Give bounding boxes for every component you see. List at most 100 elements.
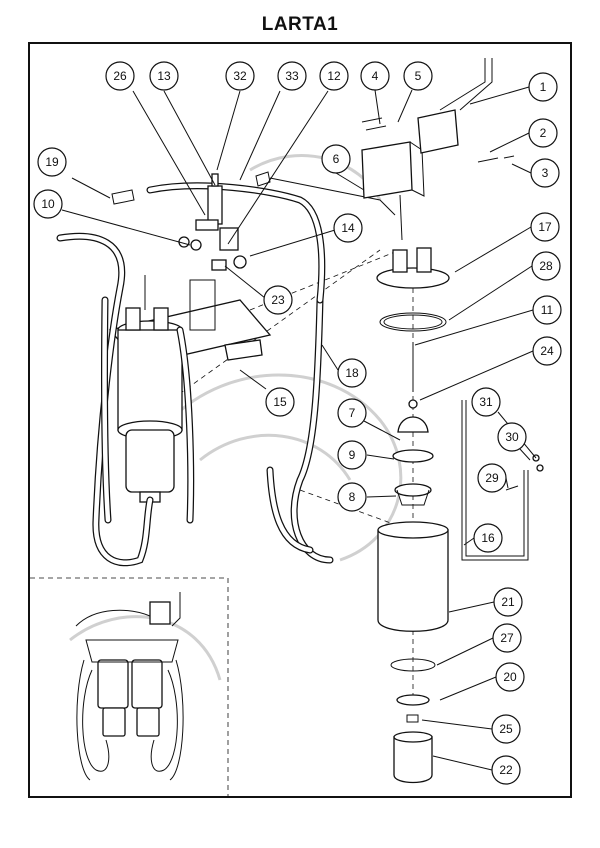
callout-5: 5	[403, 61, 433, 91]
callout-circle	[495, 662, 525, 692]
callout-4: 4	[360, 61, 390, 91]
callout-number: 8	[349, 490, 356, 504]
callout-31: 31	[471, 387, 501, 417]
callout-number: 30	[505, 430, 519, 444]
callout-7: 7	[337, 398, 367, 428]
callout-3: 3	[530, 158, 560, 188]
callout-circle	[149, 61, 179, 91]
callout-circle	[265, 387, 295, 417]
callout-number: 31	[479, 395, 493, 409]
callout-30: 30	[497, 422, 527, 452]
callout-number: 9	[349, 448, 356, 462]
callout-number: 16	[481, 531, 495, 545]
callout-number: 3	[542, 166, 549, 180]
right-exploded-stack	[376, 247, 544, 784]
callout-circle	[105, 61, 135, 91]
callout-circle	[225, 61, 255, 91]
callout-circle	[528, 72, 558, 102]
hose-18	[146, 182, 334, 564]
callout-number: 21	[501, 595, 515, 609]
callout-28: 28	[531, 251, 561, 281]
callout-circle	[337, 398, 367, 428]
callout-32: 32	[225, 61, 255, 91]
callout-number: 26	[113, 69, 127, 83]
callout-circle	[337, 482, 367, 512]
callout-number: 2	[540, 126, 547, 140]
callout-number: 5	[415, 69, 422, 83]
callout-circle	[493, 587, 523, 617]
callout-circle	[491, 755, 521, 785]
callout-24: 24	[532, 336, 562, 366]
callout-number: 7	[349, 406, 356, 420]
callout-number: 6	[333, 152, 340, 166]
callout-number: 32	[233, 69, 247, 83]
callout-17: 17	[530, 212, 560, 242]
callout-circle	[532, 336, 562, 366]
callout-29: 29	[477, 463, 507, 493]
callout-circle	[471, 387, 501, 417]
callout-number: 1	[540, 80, 547, 94]
top-fittings	[111, 171, 396, 271]
callout-13: 13	[149, 61, 179, 91]
callout-circle	[337, 440, 367, 470]
callout-number: 22	[499, 763, 513, 777]
callout-circle	[492, 623, 522, 653]
callout-circle	[532, 295, 562, 325]
callout-circle	[403, 61, 433, 91]
callout-number: 28	[539, 259, 553, 273]
callout-circle	[277, 61, 307, 91]
drawing-frame	[28, 42, 572, 798]
callout-circle	[33, 189, 63, 219]
callout-number: 15	[273, 395, 287, 409]
callout-16: 16	[473, 523, 503, 553]
callout-circle	[497, 422, 527, 452]
callout-number: 25	[499, 722, 513, 736]
callout-22: 22	[491, 755, 521, 785]
callout-15: 15	[265, 387, 295, 417]
callout-number: 4	[372, 69, 379, 83]
callout-circle	[333, 213, 363, 243]
callout-circle	[491, 714, 521, 744]
callout-9: 9	[337, 440, 367, 470]
callout-1: 1	[528, 72, 558, 102]
callout-circle	[477, 463, 507, 493]
callout-18: 18	[337, 358, 367, 388]
callout-2: 2	[528, 118, 558, 148]
page-title: LARTA1	[261, 14, 339, 35]
callout-20: 20	[495, 662, 525, 692]
inset-assembled-view	[30, 577, 229, 798]
callout-circle	[319, 61, 349, 91]
callout-number: 11	[541, 303, 554, 317]
callout-8: 8	[337, 482, 367, 512]
callout-circle	[473, 523, 503, 553]
callout-21: 21	[493, 587, 523, 617]
callout-23: 23	[263, 285, 293, 315]
callout-25: 25	[491, 714, 521, 744]
callout-number: 20	[503, 670, 517, 684]
callout-number: 14	[341, 221, 355, 235]
callout-10: 10	[33, 189, 63, 219]
callout-19: 19	[37, 147, 67, 177]
callout-33: 33	[277, 61, 307, 91]
callout-number: 24	[540, 344, 554, 358]
callout-number: 17	[538, 220, 552, 234]
callout-circle	[337, 358, 367, 388]
callout-6: 6	[321, 144, 351, 174]
main-filter-assembly	[56, 232, 272, 567]
callout-number: 19	[45, 155, 59, 169]
callout-circle	[263, 285, 293, 315]
callout-circle	[528, 118, 558, 148]
callout-27: 27	[492, 623, 522, 653]
callout-number: 18	[345, 366, 359, 380]
callout-number: 27	[500, 631, 514, 645]
callout-14: 14	[333, 213, 363, 243]
callout-number: 23	[271, 293, 285, 307]
callout-26: 26	[105, 61, 135, 91]
callout-11: 11	[532, 295, 562, 325]
callout-circle	[531, 251, 561, 281]
callout-circle	[530, 158, 560, 188]
callout-number: 33	[285, 69, 299, 83]
callout-number: 10	[41, 197, 55, 211]
